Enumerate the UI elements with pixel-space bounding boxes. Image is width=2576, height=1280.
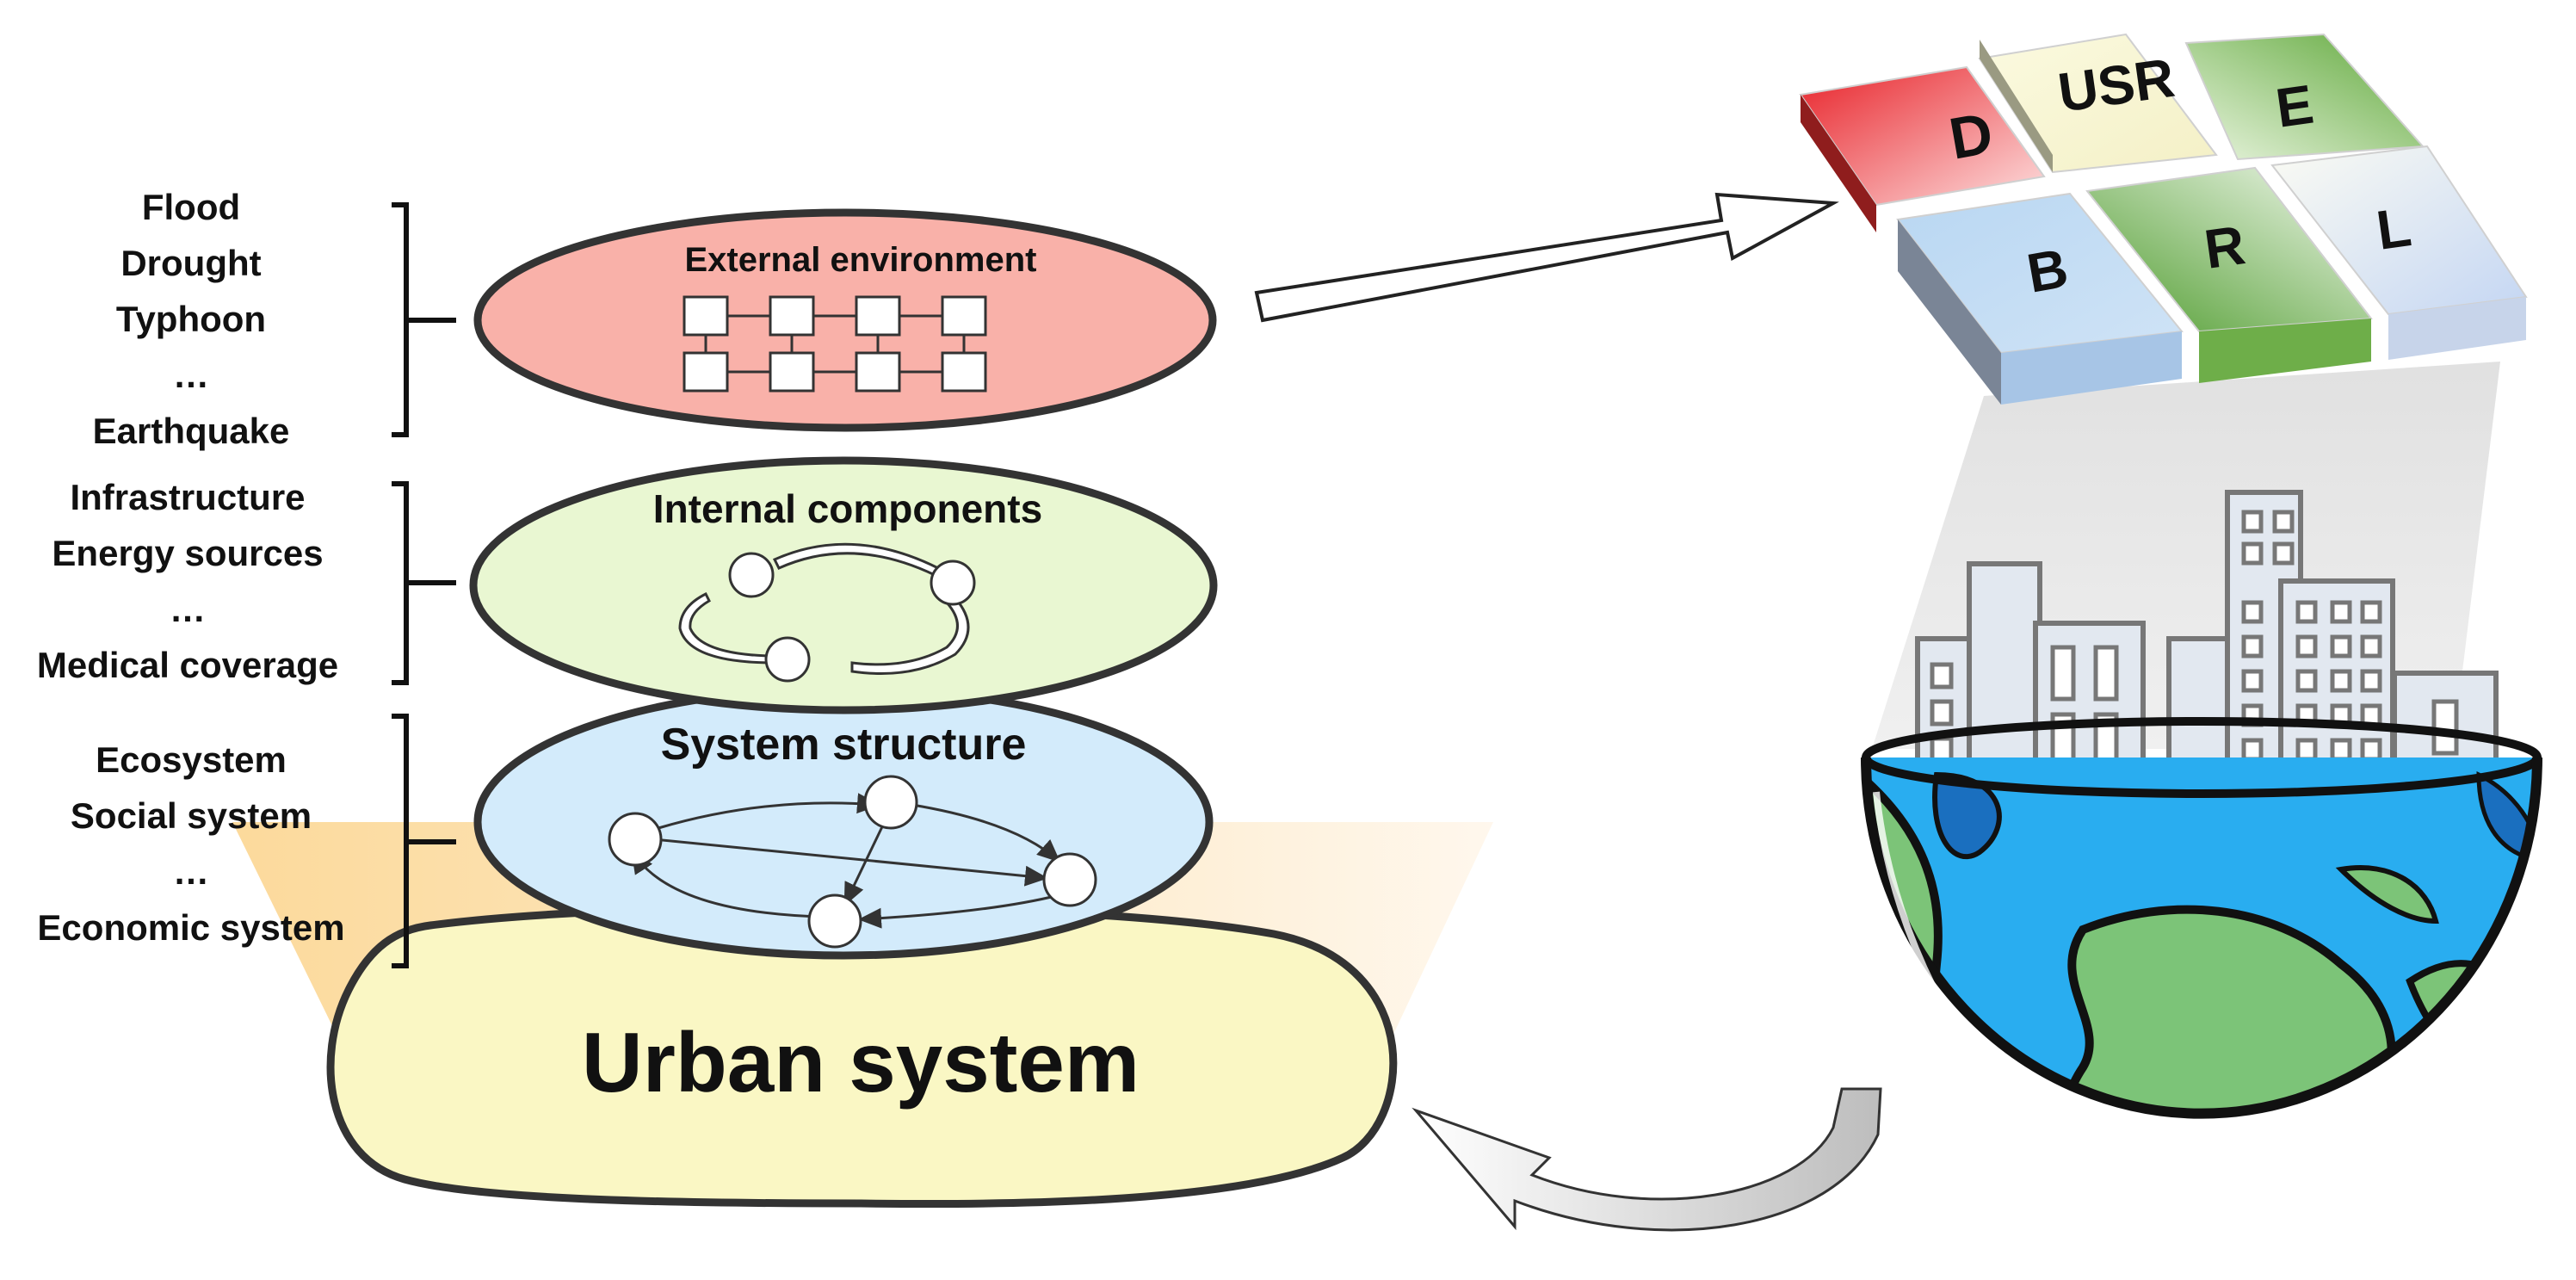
component-label: Medical coverage: [37, 645, 338, 685]
internal-components-label: Internal components: [653, 486, 1042, 531]
cycle-node: [728, 552, 775, 598]
system-label: Ecosystem: [96, 739, 287, 780]
hazard-label: Typhoon: [116, 299, 266, 339]
graph-node: [1042, 852, 1097, 907]
urban-system-label: Urban system: [582, 1015, 1140, 1110]
cycle-diagram: [678, 542, 976, 683]
cycle-node: [764, 636, 811, 683]
right-arrow: [1254, 192, 1839, 323]
hazard-label: Drought: [120, 243, 261, 283]
graph-node: [863, 775, 918, 830]
external-environment-label: External environment: [684, 241, 1036, 279]
component-label: Energy sources: [52, 533, 323, 573]
internal-components-layer: Internal components: [469, 456, 1218, 714]
graph-node: [608, 812, 663, 867]
component-label: Infrastructure: [70, 477, 305, 517]
globe-icon: [1861, 717, 2542, 1174]
grid-network: [683, 295, 987, 393]
components-brace: [392, 481, 456, 685]
hazards-list: Flood Drought Typhoon … Earthquake: [93, 187, 456, 451]
network-graph: [631, 793, 1061, 929]
components-list: Infrastructure Energy sources … Medical …: [37, 477, 456, 685]
hazard-label: Flood: [142, 187, 240, 227]
external-environment-layer: External environment: [473, 208, 1217, 432]
system-label: …: [173, 851, 209, 892]
hazard-label: …: [173, 355, 209, 395]
systems-brace: [392, 714, 456, 968]
system-label: Economic system: [37, 907, 344, 948]
usr-block-e: E: [2272, 73, 2317, 139]
hazards-brace: [392, 202, 456, 437]
usr-blocks: D USR E B R L: [1799, 33, 2528, 405]
usr-block-r: R: [2201, 213, 2249, 281]
systems-list: Ecosystem Social system … Economic syste…: [37, 714, 456, 968]
hazard-label: Earthquake: [93, 411, 290, 451]
cycle-node: [930, 560, 976, 606]
system-structure-layer: System structure: [473, 684, 1214, 960]
return-arrow: [1412, 1087, 1882, 1232]
component-label: …: [170, 589, 206, 629]
graph-node: [807, 894, 862, 949]
system-structure-label: System structure: [661, 720, 1027, 770]
system-label: Social system: [71, 795, 312, 836]
